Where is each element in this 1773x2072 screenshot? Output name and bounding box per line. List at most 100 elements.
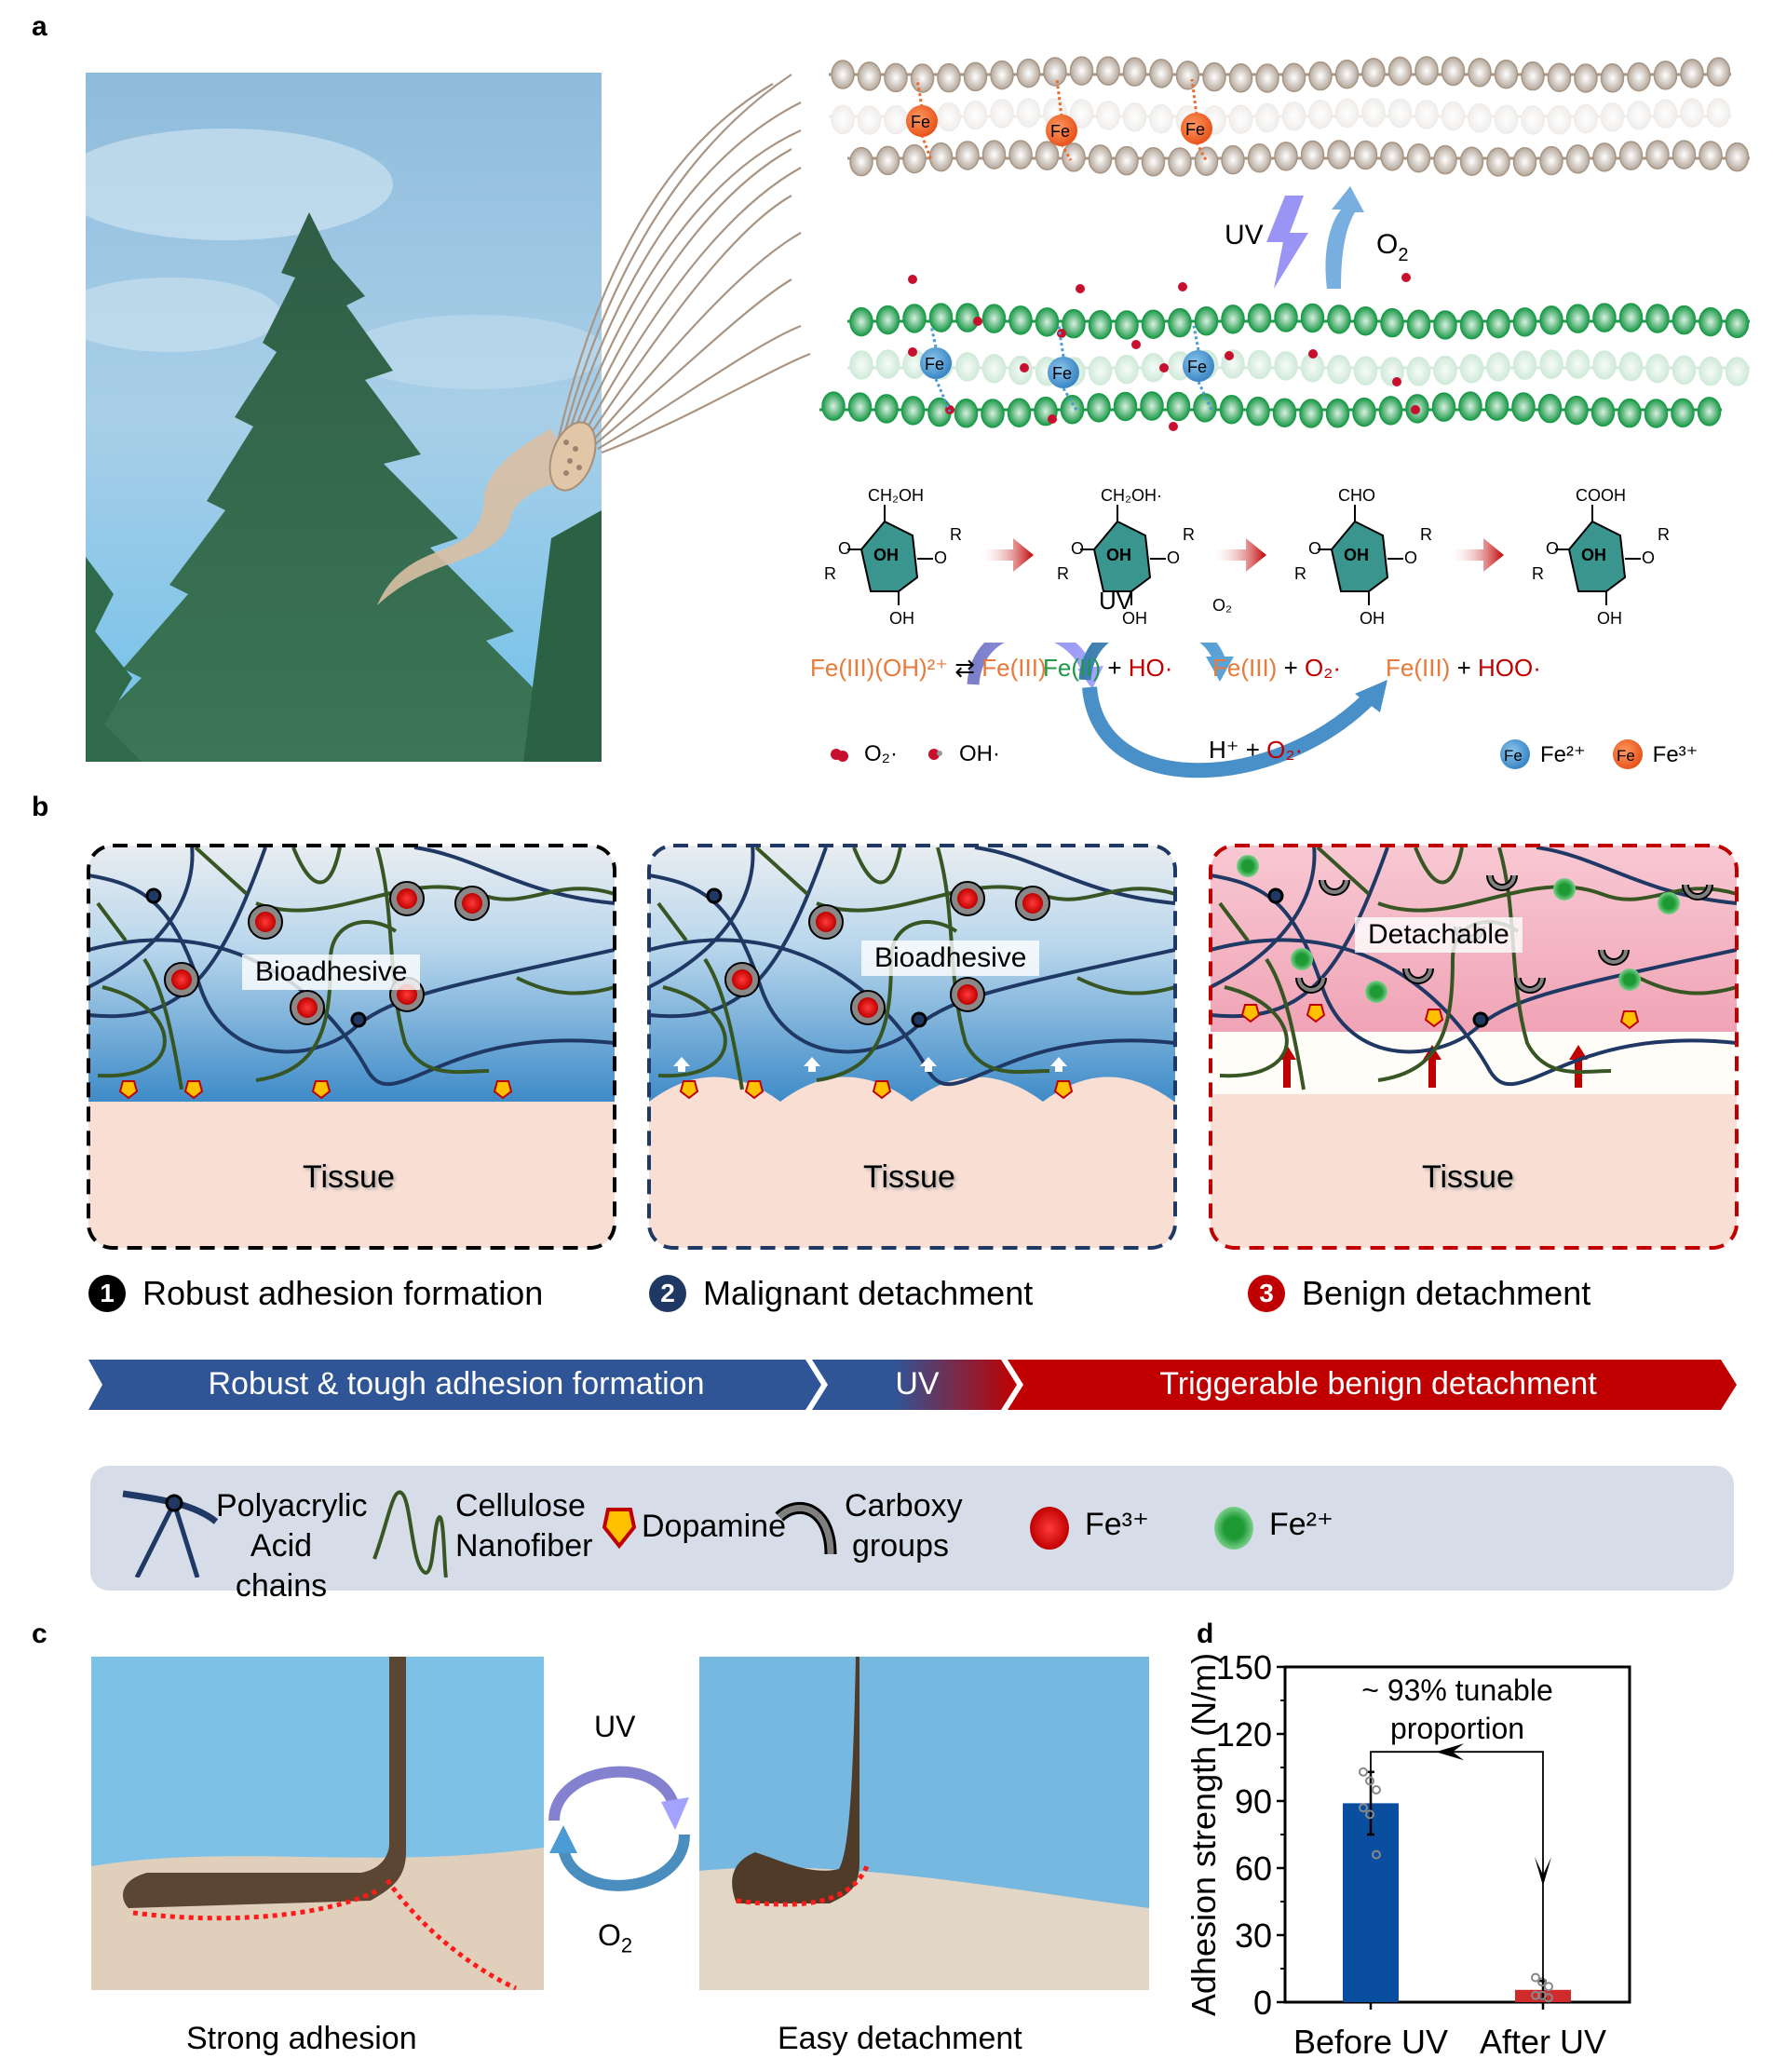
- legend-carboxy-line2: groups: [852, 1528, 949, 1564]
- dopamine-icon: [602, 1508, 637, 1550]
- data-point: [1359, 1767, 1368, 1777]
- reaction-arrow: [978, 538, 1034, 572]
- legend-carboxy-line1: Carboxy: [845, 1488, 963, 1524]
- phase-robust-label: Robust & tough adhesion formation: [208, 1365, 705, 1402]
- box-dashed-border: [647, 844, 1177, 1250]
- cellulose-fiber: [852, 846, 902, 885]
- cellulose-chain: [847, 303, 1750, 340]
- fe2-ion: [1553, 878, 1576, 901]
- radical-dot: [1225, 351, 1234, 360]
- legend-cellulose-line1: Cellulose: [455, 1488, 586, 1524]
- glucose-r-right: R: [1420, 525, 1432, 544]
- y-tick-label: 30: [1235, 1916, 1272, 1955]
- dopamine-anchor: [1619, 1010, 1640, 1030]
- box1-bioadhesive-label: Bioadhesive: [242, 955, 421, 990]
- data-point: [1544, 1993, 1553, 2003]
- detach-arrow: [1569, 1045, 1588, 1088]
- glucose-ether-o: O: [1071, 539, 1084, 558]
- panel-label-d: d: [1197, 1618, 1214, 1649]
- fe2-ion: [1365, 981, 1387, 1003]
- dopamine-anchor: [1053, 1080, 1074, 1100]
- mechanism-box: [1211, 846, 1737, 1248]
- cellulose-fiber: [1218, 901, 1250, 942]
- cellulose-chain: [847, 140, 1750, 177]
- fe3-label-2: Fe(III): [1212, 654, 1278, 682]
- fe3-ion: [1181, 113, 1212, 144]
- cellulose-fiber: [754, 846, 809, 896]
- oh-radical-legend-label: OH·: [958, 741, 1000, 766]
- glucose-bottom-oh: OH: [1597, 609, 1622, 628]
- tunable-bracket: [1370, 1751, 1544, 1980]
- glucose-ether-o: O: [934, 548, 947, 567]
- fe3-ion-label: Fe: [1185, 120, 1205, 139]
- fe2-label: Fe(II): [1043, 654, 1102, 682]
- fe3-ion: [171, 969, 192, 990]
- mechanism-box: [88, 846, 615, 1248]
- dopamine-anchor: [1424, 1009, 1444, 1028]
- cellulose-chain: [847, 349, 1750, 386]
- glucose-oxidation-scheme: CH₂OHOHOHORORCH₂OH·OHOHORORCHOOHOHORORCO…: [824, 486, 1670, 628]
- white-arrow-icon: [804, 1057, 820, 1072]
- radical-dot: [973, 317, 982, 326]
- phase-uv-chevron: [812, 1360, 1017, 1410]
- fiber-bundle-illustration: [377, 74, 811, 605]
- glucose-ring-oh: OH: [1106, 546, 1131, 564]
- easy-detachment-caption: Easy detachment: [778, 2021, 1022, 2056]
- y-axis-label: Adhesion strength (N/m): [1184, 1653, 1223, 2016]
- polyacrylic-chain: [1211, 938, 1737, 1087]
- hoo-cycle-arrow: [1082, 686, 1374, 779]
- fe2-ion-icon: Fe: [1500, 739, 1530, 769]
- cycle-uv-text: UV: [594, 1710, 636, 1743]
- fe3-label: Fe(III): [981, 654, 1047, 682]
- cellulose-fiber: [1497, 846, 1612, 1075]
- fe3-ion: [462, 893, 482, 914]
- radical-dot: [1020, 363, 1029, 372]
- polyacrylic-chain: [649, 846, 755, 989]
- cellulose-chain: [829, 56, 1731, 93]
- cellulose-fiber: [656, 901, 688, 942]
- superoxide-radical: O₂·: [1305, 654, 1341, 682]
- step-1-caption: Robust adhesion formation: [142, 1274, 544, 1312]
- fe2-ion: [1291, 948, 1313, 970]
- carboxy-group-icon: [775, 1502, 837, 1555]
- glucose-ether-o: O: [1546, 539, 1559, 558]
- switch-o2-label: O2: [1376, 229, 1408, 265]
- glucose-r-left: R: [1532, 564, 1544, 583]
- glucose-ether-o: O: [1404, 548, 1417, 567]
- cellulose-fiber: [1219, 985, 1289, 1078]
- dopamine-anchor: [679, 1080, 699, 1100]
- glucose-r-right: R: [1658, 525, 1670, 544]
- uv-o2-cycle-icon: [548, 1766, 690, 1891]
- step-2: 2 Malignant detachment: [649, 1274, 1033, 1313]
- cellulose-fiber: [516, 976, 615, 995]
- reaction-arrow: [1211, 538, 1266, 572]
- radical-dot: [1169, 422, 1178, 431]
- cellulose-fiber: [1076, 976, 1175, 995]
- dopamine-anchor: [183, 1080, 204, 1100]
- box3-tissue-label: Tissue: [1422, 1159, 1514, 1195]
- bracket-arrowhead: [1436, 1743, 1464, 1761]
- annotation-line2: proportion: [1390, 1712, 1524, 1745]
- process-arrow: [88, 1360, 1737, 1410]
- tissue-bump: [1043, 1077, 1174, 1102]
- tree-photo: [86, 73, 602, 762]
- cycle-o2-label: O₂: [1212, 596, 1232, 615]
- polyacrylic-chain: [88, 938, 615, 1087]
- polyacrylic-chain: [1211, 846, 1317, 989]
- proton-label: H⁺ +: [1209, 736, 1260, 764]
- crosslink-node: [145, 887, 162, 904]
- glucose-top-group: COOH: [1576, 486, 1626, 505]
- panel-label-c: c: [32, 1618, 47, 1649]
- equilibrium-arrow: ⇄: [954, 654, 976, 682]
- polyacrylic-chain: [974, 846, 1175, 905]
- radical-dot: [1076, 284, 1085, 293]
- plus-sign: +: [1456, 654, 1471, 682]
- annotation-line1: ~ 93% tunable: [1361, 1673, 1553, 1707]
- radical-dot: [908, 275, 917, 284]
- component-legend: Polyacrylic Acid chains Cellulose Nanofi…: [90, 1466, 1734, 1604]
- fe3-dot-icon: [1030, 1507, 1069, 1550]
- box-dashed-border: [1209, 844, 1739, 1250]
- dopamine-anchor: [872, 1080, 892, 1100]
- data-point: [1359, 1803, 1368, 1813]
- fe2-ion-label: Fe: [1187, 358, 1207, 376]
